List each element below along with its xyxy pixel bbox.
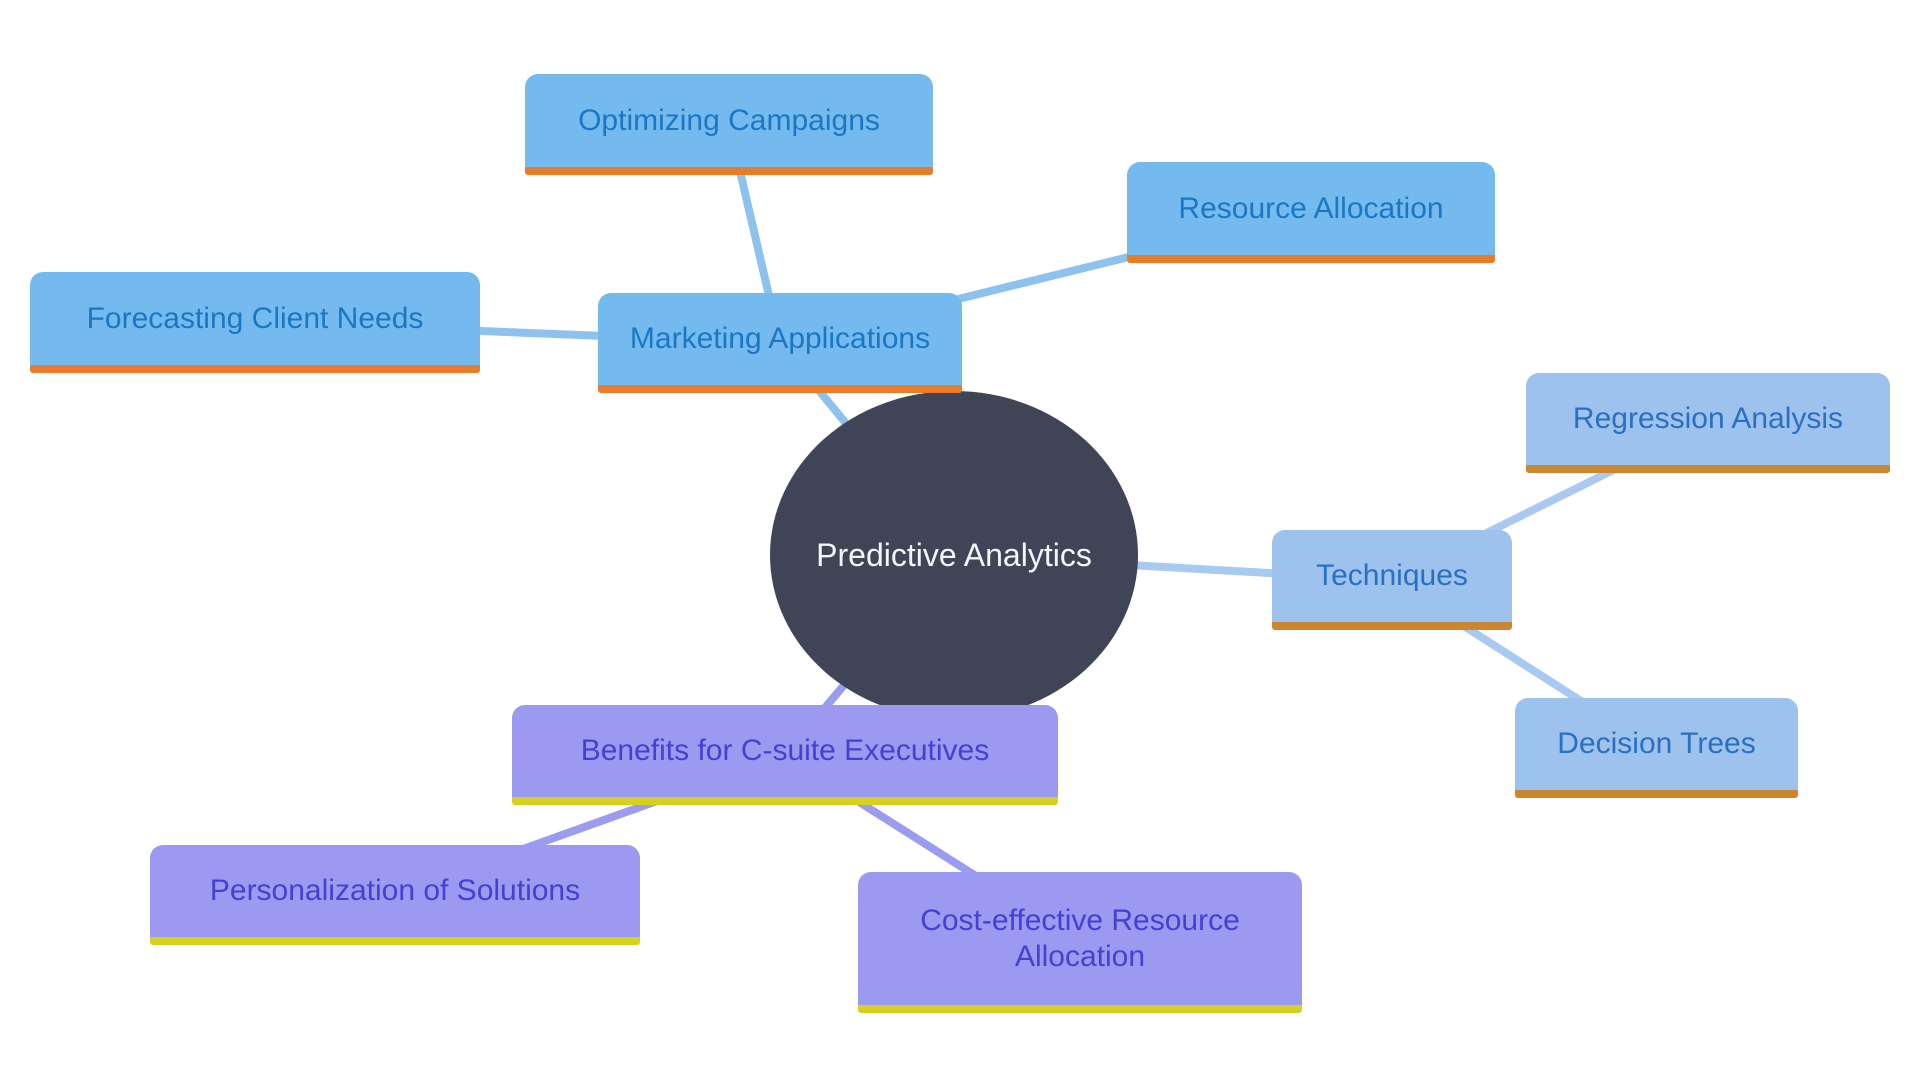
node-benefits-c-suite-executives[interactable]: Benefits for C-suite Executives: [512, 705, 1058, 805]
node-resource-allocation[interactable]: Resource Allocation: [1127, 162, 1495, 263]
node-label: Marketing Applications: [629, 322, 931, 355]
node-forecasting-client-needs[interactable]: Forecasting Client Needs: [30, 272, 480, 373]
node-label: Techniques: [1316, 559, 1468, 592]
node-label: Cost-effective Resource Allocation: [920, 903, 1240, 973]
node-label: Decision Trees: [1557, 727, 1756, 760]
node-label: Optimizing Campaigns: [578, 103, 880, 137]
node-cost-effective-resource-allocation[interactable]: Cost-effective Resource Allocation: [858, 872, 1302, 1013]
node-label: Forecasting Client Needs: [86, 301, 424, 335]
center-node[interactable]: Predictive Analytics: [754, 395, 1154, 715]
node-label: Benefits for C-suite Executives: [580, 734, 990, 767]
node-label: Personalization of Solutions: [209, 874, 581, 907]
node-label: Resource Allocation: [1178, 191, 1444, 225]
node-optimizing-campaigns[interactable]: Optimizing Campaigns: [525, 74, 933, 175]
center-node-shape: [770, 391, 1138, 719]
center-node-label: Predictive Analytics: [816, 536, 1092, 573]
node-marketing-applications[interactable]: Marketing Applications: [598, 293, 962, 393]
node-decision-trees[interactable]: Decision Trees: [1515, 698, 1798, 798]
node-personalization-of-solutions[interactable]: Personalization of Solutions: [150, 845, 640, 945]
node-label: Regression Analysis: [1572, 402, 1844, 435]
node-regression-analysis[interactable]: Regression Analysis: [1526, 373, 1890, 473]
node-techniques[interactable]: Techniques: [1272, 530, 1512, 630]
